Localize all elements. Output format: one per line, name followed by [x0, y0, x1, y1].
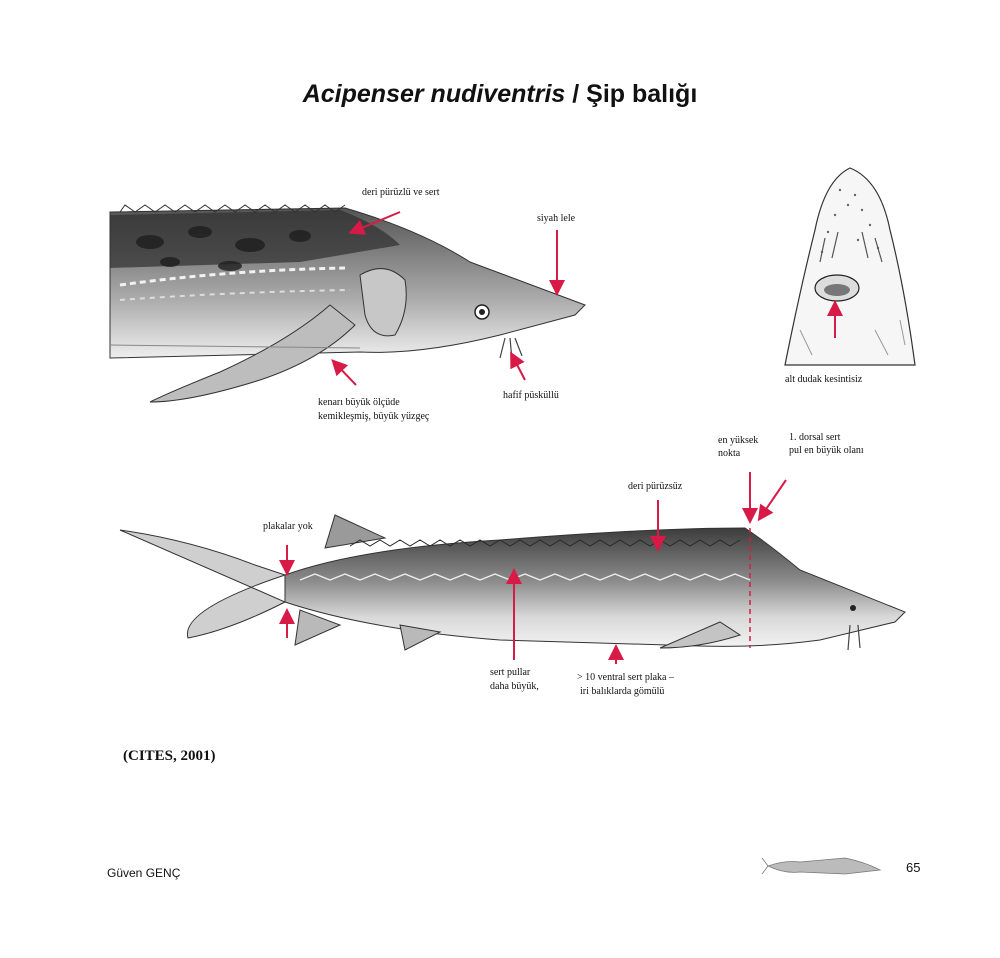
- species-name: Acipenser nudiventris: [302, 80, 566, 108]
- label-fin-line2: kemikleşmiş, büyük yüzgeç: [318, 411, 430, 422]
- page-number: 65: [906, 860, 921, 875]
- label-rough-skin: deri pürüzlü ve sert: [362, 187, 440, 198]
- label-highest-point-line2: nokta: [718, 448, 741, 459]
- label-scutes-line1: sert pullar: [490, 667, 531, 678]
- page-title: Acipenser nudiventris / Şip balığı: [0, 80, 1000, 109]
- citation: (CITES, 2001): [123, 748, 216, 764]
- label-ventral-line1: > 10 ventral sert plaka –: [577, 672, 674, 683]
- label-dorsal-line1: 1. dorsal sert: [789, 432, 841, 443]
- ventral-head-illustration: [784, 167, 916, 366]
- label-no-plates: plakalar yok: [263, 521, 313, 532]
- label-fringed: hafif püsküllü: [503, 390, 559, 401]
- label-smooth-skin: deri pürüzsüz: [628, 481, 683, 492]
- common-name: / Şip balığı: [572, 80, 698, 108]
- label-dorsal-line2: pul en büyük olanı: [789, 445, 864, 456]
- label-highest-point-line1: en yüksek: [718, 435, 759, 446]
- label-lower-lip: alt dudak kesintisiz: [785, 374, 863, 385]
- annotation-arrows: [279, 211, 843, 664]
- label-ventral-line2: iri balıklarda gömülü: [580, 686, 665, 697]
- label-fin-line1: kenarı büyük ölçüde: [318, 397, 400, 408]
- head-closeup-illustration: [109, 204, 586, 403]
- footer-fish-icon: [761, 857, 882, 875]
- label-scutes-line2: daha büyük,: [490, 681, 539, 692]
- full-body-illustration: [119, 514, 906, 651]
- author-name: Güven GENÇ: [107, 866, 181, 880]
- label-black-barbel: siyah lele: [537, 213, 576, 224]
